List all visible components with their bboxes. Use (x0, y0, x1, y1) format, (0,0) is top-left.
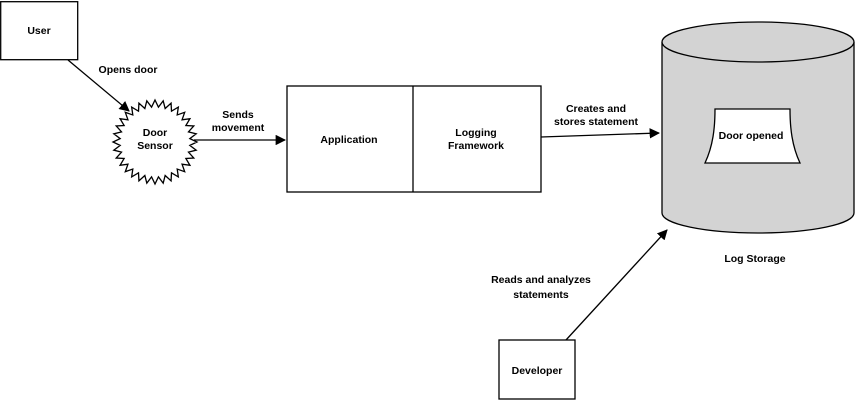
user-node: User (0, 1, 79, 61)
user-label: User (27, 25, 50, 37)
creates-stores-edge: Creates and stores statement (540, 103, 661, 139)
logging-framework-label-line1: Logging (455, 127, 496, 139)
log-document-icon (703, 108, 802, 164)
door-sensor-label-line2: Sensor (137, 140, 173, 152)
application-box (286, 85, 542, 193)
log-document-label: Door opened (719, 130, 784, 142)
log-storage-cylinder-top (661, 21, 855, 63)
door-sensor-starburst (111, 98, 199, 186)
creates-stores-label-line2: stores statement (554, 116, 639, 128)
sends-movement-label-line1: Sends (222, 109, 254, 121)
reads-analyzes-arrow (565, 229, 668, 341)
opens-door-edge: Opens door (67, 59, 158, 112)
reads-analyzes-label-line2: statements (513, 289, 569, 301)
creates-stores-arrow (540, 128, 661, 139)
logging-framework-label-line2: Framework (448, 140, 504, 152)
opens-door-arrow (67, 59, 130, 112)
developer-box (498, 339, 576, 400)
sends-movement-edge: Sends movement (194, 109, 287, 146)
creates-stores-label-line1: Creates and (566, 103, 626, 115)
developer-label: Developer (512, 365, 563, 377)
sends-movement-label-line2: movement (212, 122, 265, 134)
opens-door-label: Opens door (99, 64, 158, 76)
application-group: Application Logging Framework (286, 85, 542, 193)
log-storage-node: Door opened Log Storage (661, 21, 855, 265)
door-sensor-node: Door Sensor (111, 98, 199, 186)
developer-node: Developer (498, 339, 576, 400)
reads-analyzes-edge: Reads and analyzes statements (491, 229, 668, 341)
reads-analyzes-label-line1: Reads and analyzes (491, 274, 591, 286)
log-storage-label: Log Storage (724, 253, 785, 265)
application-label: Application (320, 134, 377, 146)
user-box (0, 1, 79, 61)
door-sensor-label-line1: Door (143, 127, 168, 139)
